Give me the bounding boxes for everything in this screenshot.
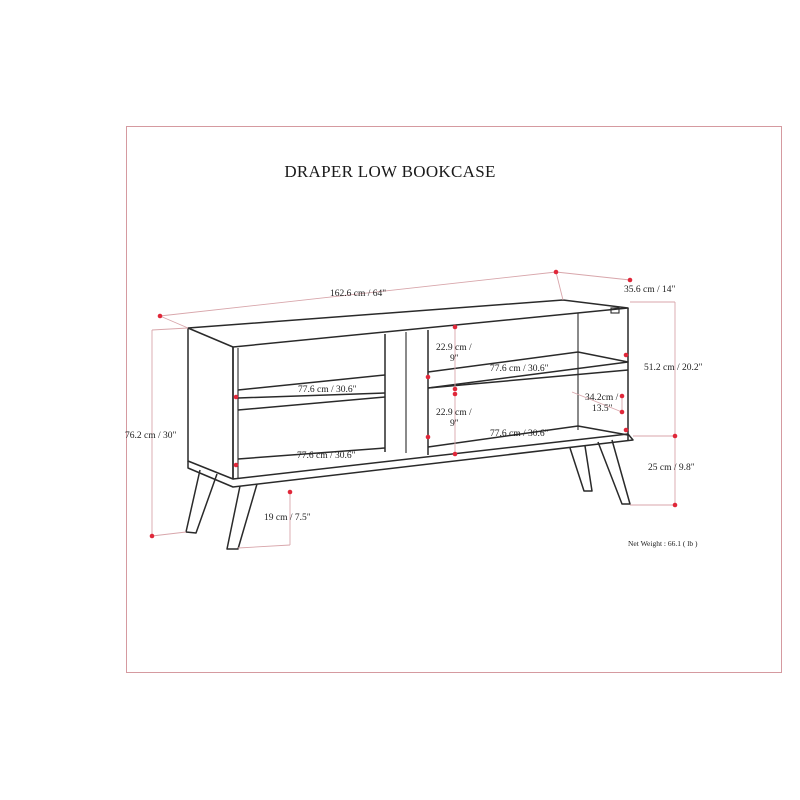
- shelf-width-upper-left-label: 77.6 cm / 30.6": [298, 385, 357, 395]
- dimension-lines: [151, 271, 676, 549]
- depth-label: 35.6 cm / 14": [624, 285, 675, 295]
- upper-opening-label-line2: 9": [450, 354, 459, 364]
- shelf-width-lower-left-label: 77.6 cm / 30.6": [297, 451, 356, 461]
- diagram-title: DRAPER LOW BOOKCASE: [284, 162, 496, 181]
- lower-opening-label-line1: 22.9 cm /: [436, 408, 472, 418]
- total-height-label: 76.2 cm / 30": [125, 431, 176, 441]
- drawing-frame: [126, 126, 782, 673]
- cabinet-height-label: 51.2 cm / 20.2": [644, 363, 703, 373]
- shelf-width-upper-right-label: 77.6 cm / 30.6": [490, 364, 549, 374]
- leg-spread-label: 19 cm / 7.5": [264, 513, 311, 523]
- width-label: 162.6 cm / 64": [330, 289, 386, 299]
- shelf-depth-label-line2: 13.5": [592, 404, 613, 414]
- bookcase-outline: [185, 299, 634, 550]
- reference-dots: [149, 269, 678, 539]
- dimension-labels: 162.6 cm / 64" 35.6 cm / 14" 76.2 cm / 3…: [125, 285, 703, 548]
- upper-opening-label-line1: 22.9 cm /: [436, 343, 472, 353]
- lower-opening-label-line2: 9": [450, 419, 459, 429]
- net-weight-label: Net Weight : 66.1 ( lb ): [628, 539, 698, 548]
- shelf-depth-label-line1: 34.2cm /: [585, 393, 619, 403]
- leg-height-label: 25 cm / 9.8": [648, 463, 695, 473]
- shelf-width-lower-right-label: 77.6 cm / 30.6": [490, 429, 549, 439]
